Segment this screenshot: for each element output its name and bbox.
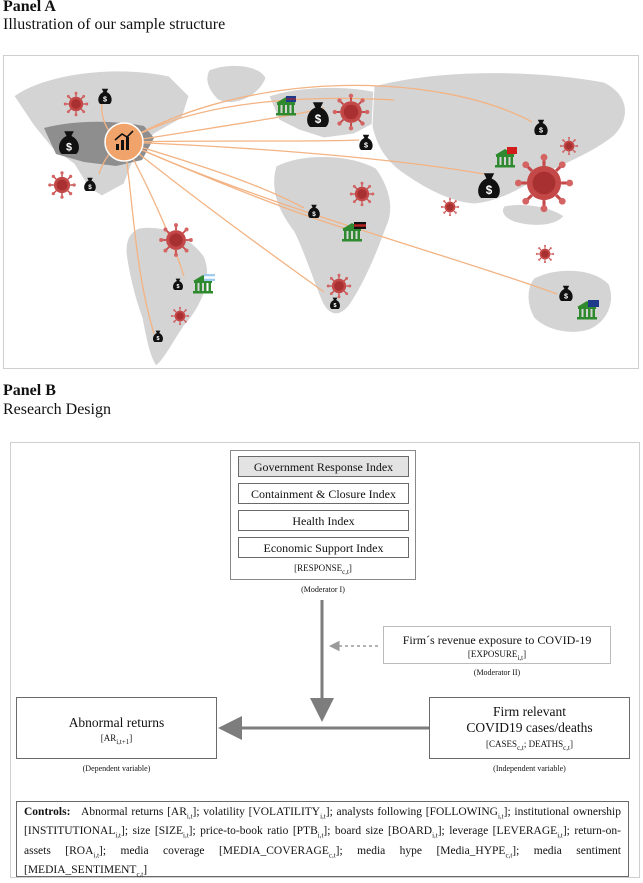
panel-a-subtitle: Illustration of our sample structure <box>3 16 226 33</box>
central-bank-icon <box>193 96 599 320</box>
exposure-title: Firm´s revenue exposure to COVID-19 <box>402 633 592 647</box>
panel-b-frame <box>10 442 640 878</box>
panel-b-subtitle: Research Design <box>3 401 111 418</box>
moderator2-caption: (Moderator II) <box>473 668 521 677</box>
cases-title-2: COVID19 cases/deaths <box>466 720 593 735</box>
response-variable: [RESPONSEc,t] <box>294 563 352 576</box>
economic-support-index: Economic Support Index <box>238 537 409 558</box>
dependent-caption: (Dependent variable) <box>82 764 151 773</box>
exposure-box: Firm´s revenue exposure to COVID-19 [EXP… <box>383 626 611 664</box>
south-america-shape <box>125 226 208 367</box>
se-asia-shape <box>501 203 565 226</box>
exposure-variable: [EXPOSUREi,t] <box>467 649 527 662</box>
ar-title: Abnormal returns <box>68 715 165 730</box>
independent-caption: (Independent variable) <box>493 764 566 773</box>
greenland-shape <box>206 64 267 104</box>
asia-shape <box>371 72 626 205</box>
moderator1-caption: (Moderator I) <box>301 585 345 594</box>
cases-variable: [CASESc,t; DEATHSc,t] <box>486 739 573 752</box>
panel-b-heading: Panel B <box>3 382 56 399</box>
panel-a-heading: Panel A <box>3 0 56 15</box>
controls-label: Controls: <box>24 806 71 818</box>
abnormal-returns-box: Abnormal returns [ARi,t+1] <box>16 697 217 759</box>
controls-text: Abnormal returns [ARi,t]; volatility [VO… <box>24 806 622 879</box>
cases-title-1: Firm relevant <box>492 704 567 719</box>
firm-hub-icon <box>104 122 144 162</box>
panel-a-illustration: $ <box>3 55 639 369</box>
africa-shape <box>273 155 392 315</box>
australia-shape <box>527 269 612 333</box>
world-map-icon: $ <box>13 64 626 367</box>
controls-box: Controls: Abnormal returns [ARi,t]; vola… <box>16 801 629 879</box>
containment-closure-index: Containment & Closure Index <box>238 483 409 504</box>
government-response-index: Government Response Index <box>238 456 409 477</box>
health-index: Health Index <box>238 510 409 531</box>
cases-deaths-box: Firm relevant COVID19 cases/deaths [CASE… <box>429 697 630 759</box>
moderator-box: Government Response Index Containment & … <box>230 450 416 580</box>
ar-variable: [ARi,t+1] <box>100 733 133 746</box>
